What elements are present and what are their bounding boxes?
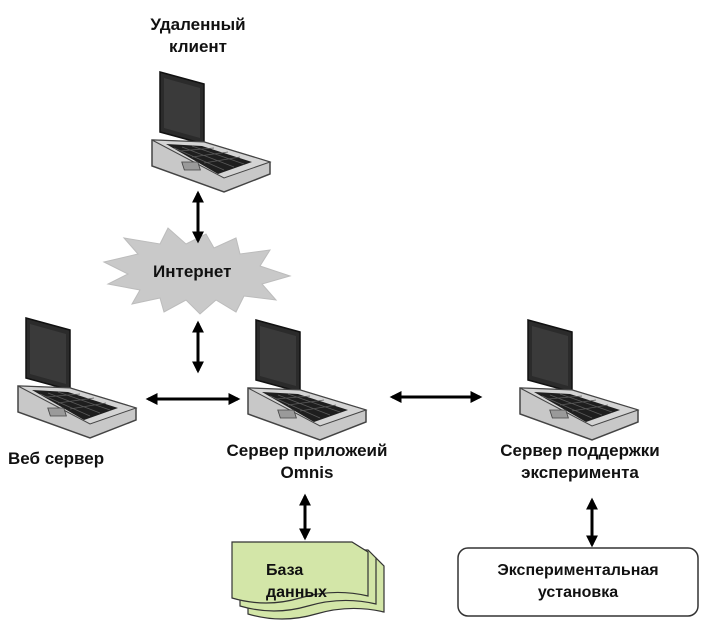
internet-cloud-burst-icon (102, 227, 292, 315)
experiment-server-laptop-icon (519, 319, 639, 441)
internet-label: Интернет (153, 262, 232, 281)
database-label: База данных (266, 560, 327, 604)
database-label-line2: данных (266, 584, 327, 601)
app-server-label-line1: Сервер приложеий (226, 441, 388, 460)
experimental-setup-label: Экспериментальная установка (468, 560, 688, 604)
web-server-laptop-icon (17, 317, 137, 439)
app-server-laptop-icon (247, 319, 367, 441)
experimental-setup-label-line2: установка (537, 584, 619, 601)
web-server-label: Веб сервер (8, 449, 105, 468)
experimental-setup-box (457, 547, 699, 617)
experimental-setup-label-line1: Экспериментальная (497, 562, 659, 579)
app-server-label-line2: Omnis (280, 463, 334, 482)
experiment-server-label-line1: Сервер поддержки (500, 441, 660, 460)
experiment-server-label-line2: эксперимента (521, 463, 639, 482)
remote-client-laptop-icon (151, 71, 271, 193)
remote-client-label-line1: Удаленный (150, 15, 246, 34)
remote-client-label: Удаленный клиент (128, 14, 268, 58)
experiment-server-label: Сервер поддержки эксперимента (482, 440, 678, 484)
database-label-line1: База (266, 562, 304, 579)
database-document-stack-icon (231, 541, 385, 620)
app-server-label: Сервер приложеий Omnis (212, 440, 402, 484)
remote-client-label-line2: клиент (168, 37, 227, 56)
connection-arrows (145, 190, 598, 548)
